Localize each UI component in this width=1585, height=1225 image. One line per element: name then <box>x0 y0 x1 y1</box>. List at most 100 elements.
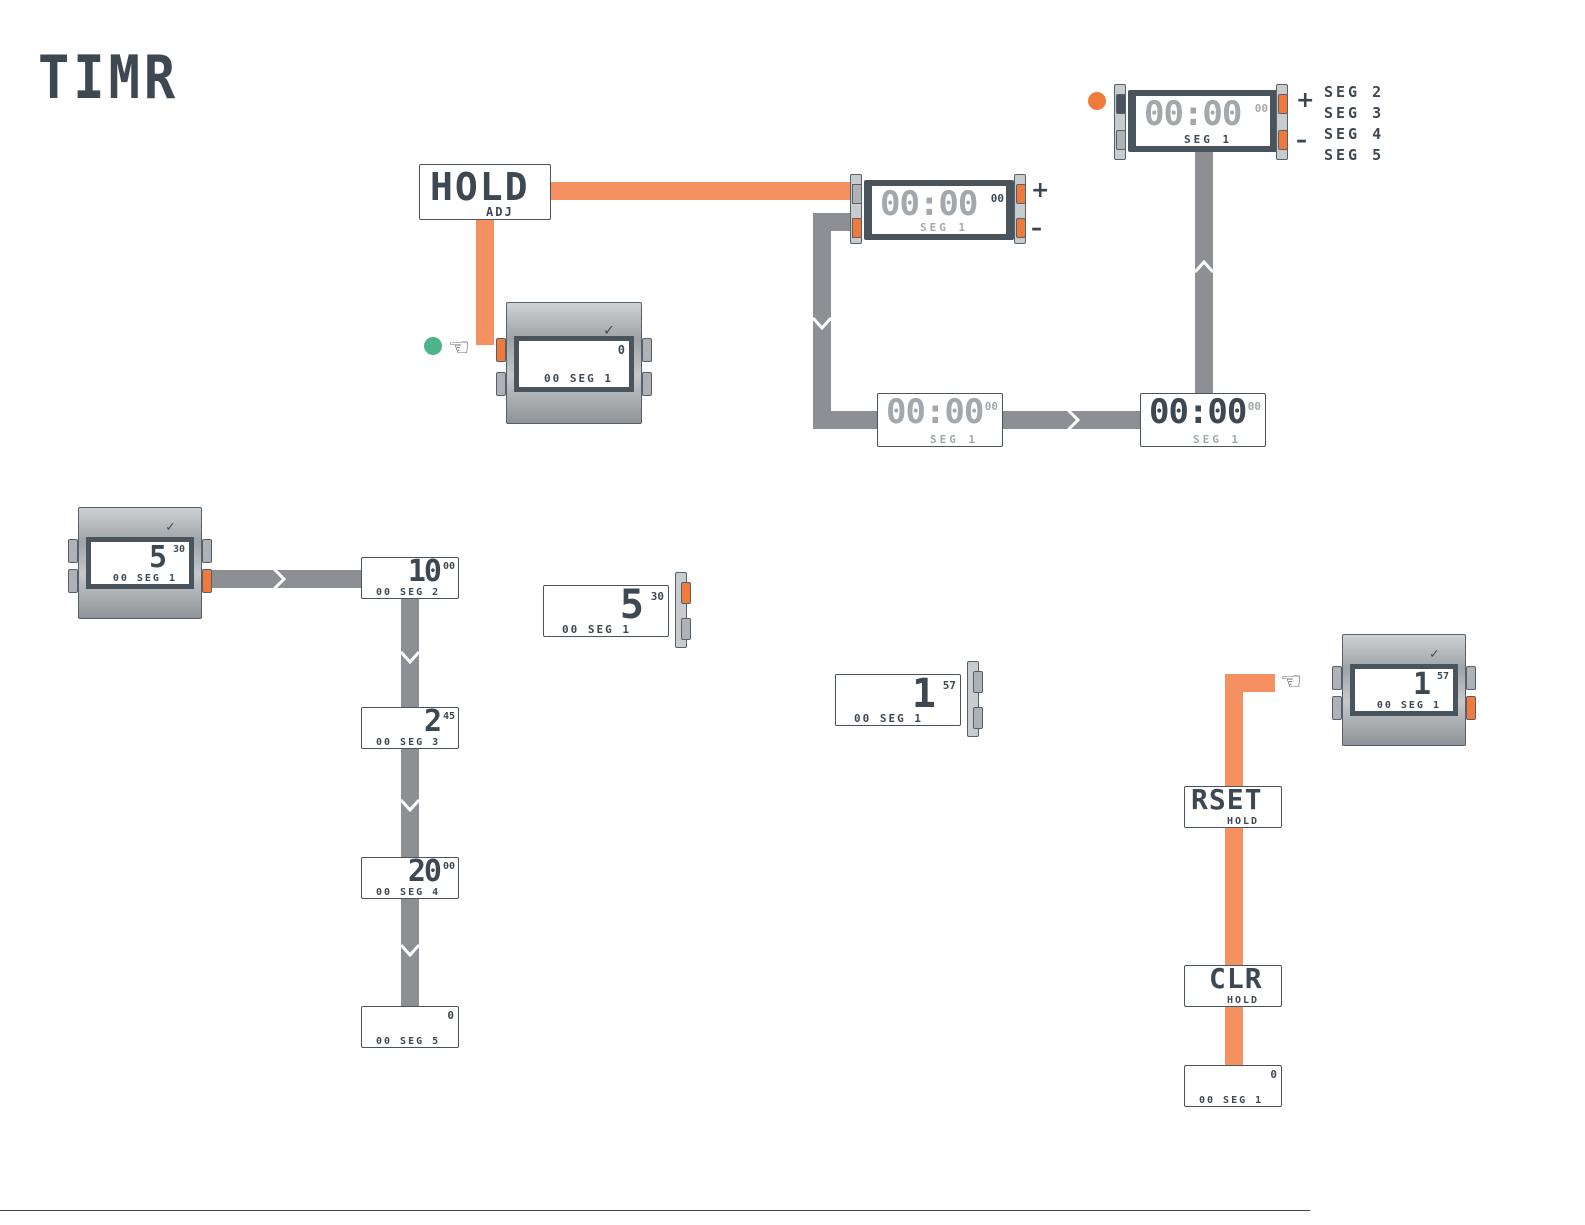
rset-hold-display: RSET HOLD <box>1184 786 1282 828</box>
watch-top-button-lower-right[interactable] <box>642 372 652 396</box>
lcd-mid-button-lower[interactable] <box>681 618 691 640</box>
plus-label: + <box>1296 88 1314 113</box>
rset-hold-label: HOLD <box>1227 816 1259 827</box>
watch-left-button-upper-right[interactable] <box>202 539 212 563</box>
path-hold-to-watch <box>476 219 494 345</box>
watch-left-button-upper-left[interactable] <box>68 539 78 563</box>
lcd-mid-button-upper[interactable] <box>681 582 691 604</box>
panel-bottom-right-sup: 00 <box>1248 400 1261 413</box>
lcd-center-button-upper[interactable] <box>973 671 983 693</box>
seg-select-plus-button[interactable] <box>1278 94 1288 114</box>
lcd-mid-sup: 30 <box>651 590 664 603</box>
seg-option: SEG 3 <box>1324 103 1384 124</box>
watch-right-value: 1 <box>1413 667 1431 702</box>
segment-display-2: 10 00 00 SEG 2 <box>361 557 459 599</box>
segment-display-5: 0 00 SEG 5 <box>361 1006 459 1048</box>
lcd-final-value: 0 <box>1270 1068 1277 1081</box>
lcd-final-label: 00 SEG 1 <box>1199 1095 1263 1106</box>
segment-label: 00 SEG 3 <box>376 737 440 748</box>
watch-left-button-lower-right[interactable] <box>202 569 212 593</box>
watch-right-label: 00 SEG 1 <box>1377 700 1441 711</box>
watch-left-value: 5 <box>149 540 167 575</box>
segment-label: 00 SEG 2 <box>376 587 440 598</box>
segment-value: 10 <box>408 554 440 589</box>
panel-adjust-time: 00:00 <box>880 184 977 224</box>
segment-value: 20 <box>408 854 440 889</box>
watch-top-button-upper-left[interactable] <box>496 338 506 362</box>
hold-label: HOLD <box>430 165 530 209</box>
panel-adjust-label: SEG 1 <box>920 221 968 234</box>
path-adjust-loop <box>822 222 880 420</box>
lcd-center-value: 1 <box>912 671 936 717</box>
panel-bottom-right-time: 00:00 <box>1149 392 1246 432</box>
lcd-mid: 5 30 00 SEG 1 <box>543 585 669 637</box>
lcd-final: 0 00 SEG 1 <box>1184 1065 1282 1107</box>
adjust-left-button-lower[interactable] <box>852 218 862 238</box>
segment-sup: 00 <box>443 861 455 872</box>
watch-left: ✓ 5 30 00 SEG 1 <box>66 507 214 619</box>
lcd-center-label: 00 SEG 1 <box>854 712 923 725</box>
orange-dot <box>1088 92 1106 110</box>
seg-select-left-button-upper[interactable] <box>1116 94 1126 114</box>
hold-adj-display: HOLD ADJ <box>419 164 551 220</box>
bottom-divider <box>0 1210 1310 1211</box>
watch-right-sup: 57 <box>1437 671 1449 682</box>
adjust-left-button-upper[interactable] <box>852 184 862 204</box>
panel-bottom-left: 00:00 00 SEG 1 <box>877 393 1003 447</box>
seg-options-list: SEG 2 SEG 3 SEG 4 SEG 5 <box>1324 82 1384 166</box>
watch-top-button-upper-right[interactable] <box>642 338 652 362</box>
path-reset-chain <box>1234 683 1275 1068</box>
seg-select-minus-button[interactable] <box>1278 130 1288 150</box>
segment-value: 2 <box>424 704 440 739</box>
seg-select-left-button-lower[interactable] <box>1116 130 1126 150</box>
clr-hold-label: HOLD <box>1227 995 1259 1006</box>
watch-right-button-lower-right[interactable] <box>1466 696 1476 720</box>
segment-display-4: 20 00 00 SEG 4 <box>361 857 459 899</box>
watch-top-value: 0 <box>618 343 625 357</box>
panel-bottom-right: 00:00 00 SEG 1 <box>1140 393 1266 447</box>
panel-seg-select: 00:00 00 SEG 1 <box>1128 90 1278 152</box>
minus-label: – <box>1296 128 1307 153</box>
watch-right-button-upper-left[interactable] <box>1332 666 1342 690</box>
watch-right-button-upper-right[interactable] <box>1466 666 1476 690</box>
lcd-center: 1 57 00 SEG 1 <box>835 674 961 726</box>
path-up-to-seg-select <box>1195 150 1213 395</box>
pointing-hand-icon: ☜ <box>1282 664 1300 699</box>
watch-top-button-lower-left[interactable] <box>496 372 506 396</box>
adj-label: ADJ <box>486 205 514 219</box>
swoosh-logo-icon: ✓ <box>1430 646 1438 662</box>
panel-bottom-left-time: 00:00 <box>886 392 983 432</box>
watch-top-label: 00 SEG 1 <box>544 372 613 385</box>
adjust-plus-button[interactable] <box>1016 184 1026 204</box>
panel-adjust: 00:00 00 SEG 1 <box>864 180 1014 240</box>
segment-sup: 00 <box>443 561 455 572</box>
watch-right-button-lower-left[interactable] <box>1332 696 1342 720</box>
adjust-minus-button[interactable] <box>1016 218 1026 238</box>
segment-label: 00 SEG 4 <box>376 887 440 898</box>
watch-left-sup: 30 <box>173 544 185 555</box>
minus-label: – <box>1031 216 1042 241</box>
swoosh-logo-icon: ✓ <box>166 519 174 535</box>
rset-label: RSET <box>1191 783 1262 816</box>
panel-adjust-sup: 00 <box>991 192 1004 205</box>
green-start-dot <box>424 337 442 355</box>
clr-hold-display: CLR HOLD <box>1184 965 1282 1007</box>
panel-seg-select-sup: 00 <box>1255 102 1268 115</box>
watch-left-button-lower-left[interactable] <box>68 569 78 593</box>
seg-option: SEG 4 <box>1324 124 1384 145</box>
watch-left-label: 00 SEG 1 <box>113 573 177 584</box>
segment-label: 00 SEG 5 <box>376 1036 440 1047</box>
watch-right: ✓ 1 57 00 SEG 1 <box>1330 634 1478 746</box>
lcd-mid-label: 00 SEG 1 <box>562 623 631 636</box>
clr-label: CLR <box>1209 962 1263 995</box>
seg-option: SEG 2 <box>1324 82 1384 103</box>
panel-bottom-left-label: SEG 1 <box>930 433 978 446</box>
panel-seg-select-time: 00:00 <box>1144 94 1241 134</box>
panel-bottom-right-label: SEG 1 <box>1193 433 1241 446</box>
panel-bottom-left-sup: 00 <box>985 400 998 413</box>
segment-display-3: 2 45 00 SEG 3 <box>361 707 459 749</box>
segment-value: 0 <box>447 1009 454 1022</box>
lcd-center-button-lower[interactable] <box>973 707 983 729</box>
lcd-center-sup: 57 <box>943 679 956 692</box>
